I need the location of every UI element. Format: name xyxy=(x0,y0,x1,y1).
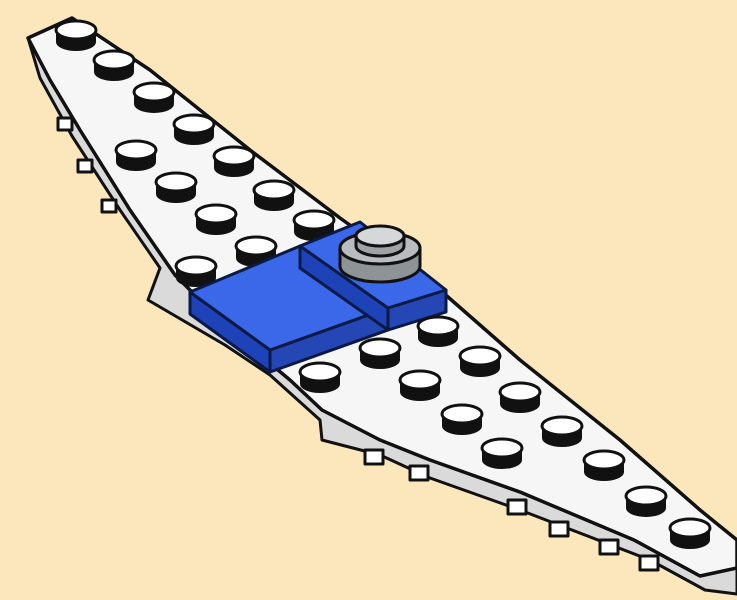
round-plate-stud-top xyxy=(356,226,404,246)
notch xyxy=(78,160,92,172)
notch xyxy=(58,118,72,130)
stud xyxy=(418,317,458,347)
notch xyxy=(508,500,526,514)
stud xyxy=(482,439,522,469)
notch xyxy=(550,522,568,536)
stud xyxy=(670,519,710,549)
stud xyxy=(116,141,156,171)
stud xyxy=(56,21,96,51)
stud xyxy=(134,83,174,113)
stud xyxy=(584,451,624,481)
notch xyxy=(640,556,658,570)
notch xyxy=(102,200,116,212)
stud xyxy=(196,205,236,235)
stud xyxy=(442,405,482,435)
stud xyxy=(94,51,134,81)
stud xyxy=(156,173,196,203)
stud xyxy=(254,181,294,211)
notch xyxy=(410,466,428,480)
stud xyxy=(214,147,254,177)
stud xyxy=(542,417,582,447)
stud xyxy=(400,371,440,401)
stud xyxy=(360,339,400,369)
notch xyxy=(600,540,618,554)
stud xyxy=(460,347,500,377)
notch xyxy=(365,450,383,464)
stud xyxy=(174,115,214,145)
stud xyxy=(300,363,340,393)
stud xyxy=(500,383,540,413)
stud xyxy=(626,487,666,517)
